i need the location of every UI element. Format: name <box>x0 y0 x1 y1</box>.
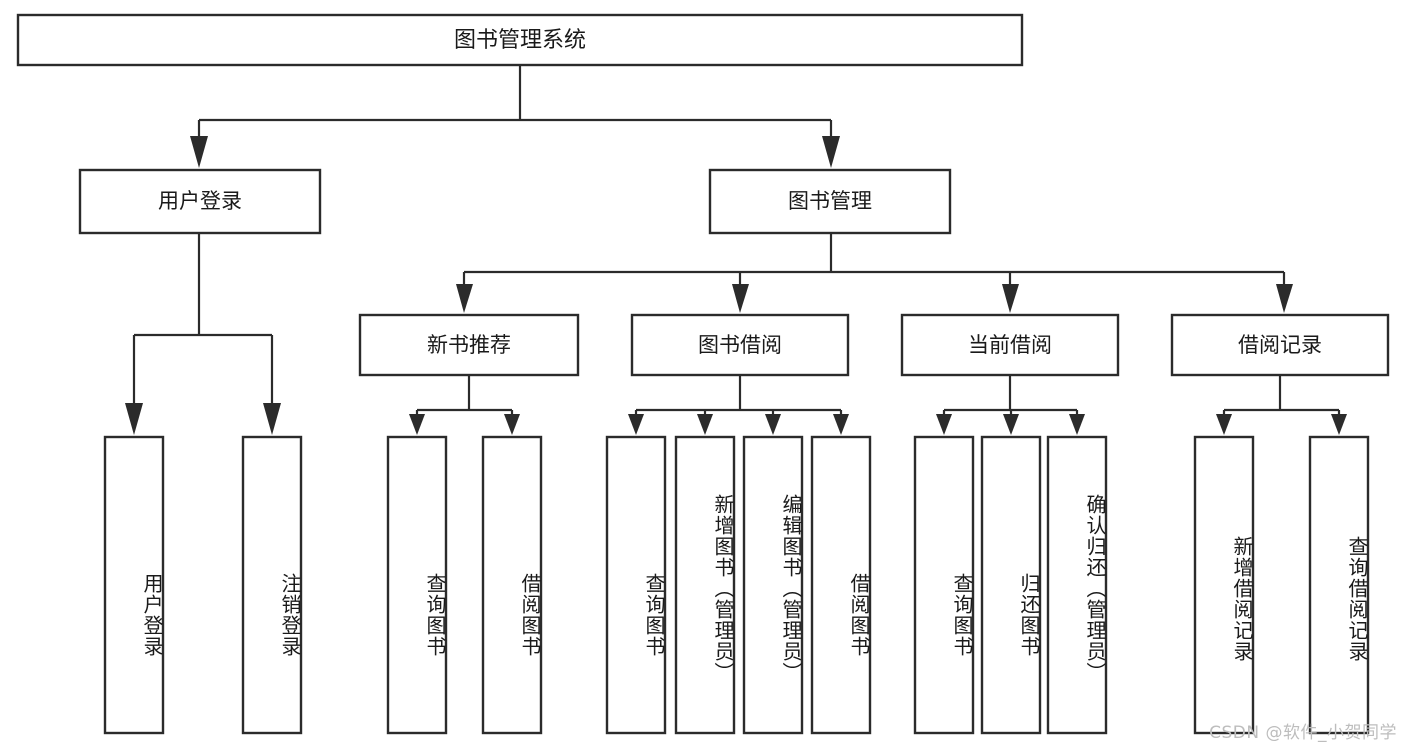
arrow-head-nbr-query <box>409 414 425 435</box>
node-borrow-record-box[interactable] <box>1170 313 1390 377</box>
leaf-box-bb-query-book[interactable] <box>605 435 667 735</box>
arrow-head-user-login <box>190 136 208 168</box>
leaf-box-nbr-borrow-book[interactable] <box>481 435 543 735</box>
node-user-login[interactable]: 用户登录 <box>78 168 322 235</box>
node-new-book-recommend-box[interactable] <box>358 313 580 377</box>
leaf-box-bb-edit-book[interactable] <box>742 435 804 735</box>
leaf-box-bb-borrow-book[interactable] <box>810 435 872 735</box>
node-book-management[interactable]: 图书管理 <box>708 168 952 235</box>
node-root[interactable]: 图书管理系统 <box>16 13 1024 67</box>
leaf-box-cb-confirm-return[interactable] <box>1046 435 1108 735</box>
leaf-box-logout[interactable] <box>241 435 303 735</box>
leaf-box-group <box>103 435 1370 735</box>
connector-group-root <box>190 65 840 168</box>
arrow-head-cb-return <box>1003 414 1019 435</box>
node-book-borrow-box[interactable] <box>630 313 850 377</box>
arrow-head-bb-add <box>697 414 713 435</box>
leaf-box-cb-return-book[interactable] <box>980 435 1042 735</box>
arrow-head-br-query <box>1331 414 1347 435</box>
node-current-borrow[interactable]: 当前借阅 <box>900 313 1120 377</box>
arrow-head-br-add <box>1216 414 1232 435</box>
arrow-head-bb-edit <box>765 414 781 435</box>
connector-group-book-borrow <box>628 375 849 435</box>
node-book-borrow[interactable]: 图书借阅 <box>630 313 850 377</box>
node-borrow-record[interactable]: 借阅记录 <box>1170 313 1390 377</box>
arrow-head-new-book-rec <box>456 284 473 313</box>
leaf-box-nbr-query-book[interactable] <box>386 435 448 735</box>
node-new-book-recommend[interactable]: 新书推荐 <box>358 313 580 377</box>
connector-group-book-mgmt <box>456 233 1293 313</box>
leaf-box-bb-add-book[interactable] <box>674 435 736 735</box>
arrow-head-leaf-user-login <box>125 403 143 435</box>
node-user-login-box[interactable] <box>78 168 322 235</box>
arrow-head-current-borrow <box>1002 284 1019 313</box>
connector-group-borrow-record <box>1216 375 1347 435</box>
leaf-box-user-login[interactable] <box>103 435 165 735</box>
node-borrow-record-label: 借阅记录 <box>1238 333 1322 357</box>
arrow-head-bb-query <box>628 414 644 435</box>
leaf-box-cb-query-book[interactable] <box>913 435 975 735</box>
node-current-borrow-box[interactable] <box>900 313 1120 377</box>
arrow-head-nbr-borrow <box>504 414 520 435</box>
node-book-management-box[interactable] <box>708 168 952 235</box>
node-book-borrow-label: 图书借阅 <box>698 333 782 357</box>
connector-group-user-login <box>125 233 281 435</box>
arrow-head-cb-confirm <box>1069 414 1085 435</box>
arrow-head-book-borrow <box>732 284 749 313</box>
connector-group-current-borrow <box>936 375 1085 435</box>
node-user-login-label: 用户登录 <box>158 189 242 213</box>
node-root-label: 图书管理系统 <box>454 28 586 53</box>
leaf-box-br-add-record[interactable] <box>1193 435 1255 735</box>
arrow-head-cb-query <box>936 414 952 435</box>
connector-group-new-book-rec <box>409 375 520 435</box>
arrow-head-borrow-record <box>1276 284 1293 313</box>
watermark-text: CSDN @软件_小贺同学 <box>1209 723 1397 743</box>
node-root-box[interactable] <box>16 13 1024 67</box>
arrow-head-leaf-logout <box>263 403 281 435</box>
arrow-head-bb-borrow <box>833 414 849 435</box>
node-current-borrow-label: 当前借阅 <box>968 333 1052 357</box>
node-new-book-recommend-label: 新书推荐 <box>427 333 511 357</box>
node-book-management-label: 图书管理 <box>788 189 872 213</box>
arrow-head-book-mgmt <box>822 136 840 168</box>
leaf-box-br-query-record[interactable] <box>1308 435 1370 735</box>
